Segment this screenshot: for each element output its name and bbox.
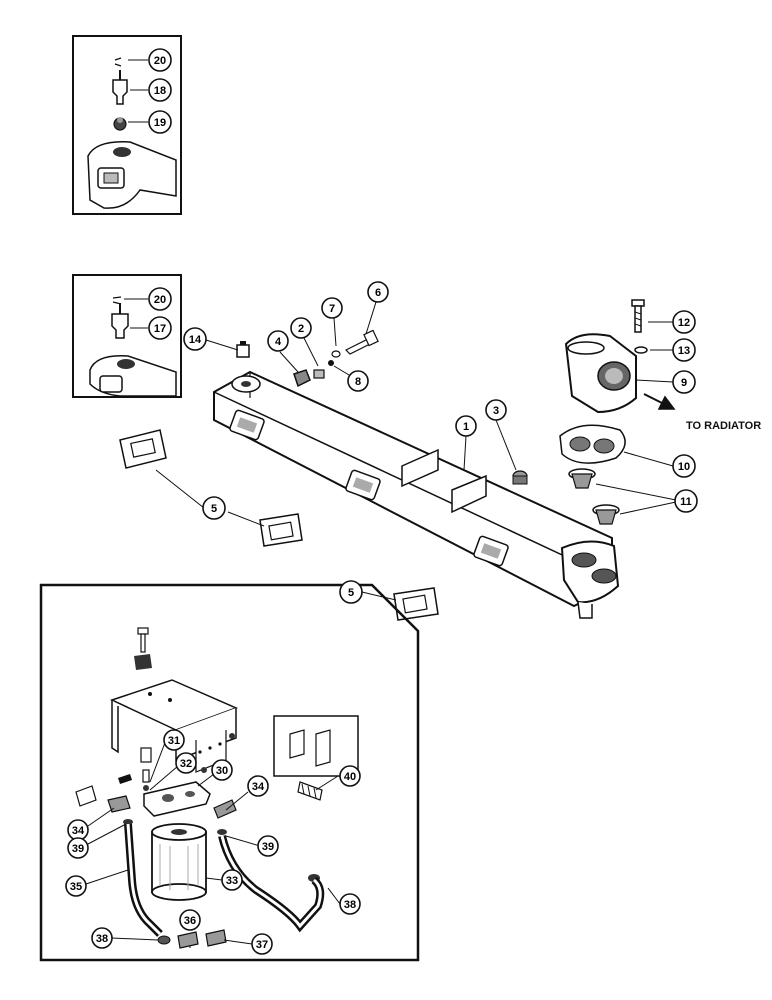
- svg-text:3: 3: [493, 405, 499, 417]
- right-arrow-icon: [643, 393, 676, 410]
- callout-14: 14: [183, 327, 207, 351]
- svg-text:1: 1: [463, 421, 469, 433]
- svg-text:4: 4: [275, 336, 282, 348]
- callout-38: 38: [339, 893, 361, 915]
- water-manifold: [213, 370, 620, 619]
- callout-11: 11: [674, 489, 698, 513]
- gaskets-5: [119, 429, 439, 621]
- callout-34: 34: [247, 775, 269, 797]
- svg-text:5: 5: [211, 503, 217, 515]
- callout-37: 37: [251, 933, 273, 955]
- callout-5: 5: [339, 580, 363, 604]
- svg-text:39: 39: [262, 841, 274, 853]
- callout-10: 10: [672, 454, 696, 478]
- svg-text:37: 37: [256, 939, 268, 951]
- callout-31: 31: [163, 729, 185, 751]
- svg-text:30: 30: [216, 765, 228, 777]
- callout-38: 38: [91, 927, 113, 949]
- inset-filter-assembly: [39, 583, 420, 962]
- callout-6: 6: [367, 281, 389, 303]
- callout-30: 30: [211, 759, 233, 781]
- bolt-12: [631, 299, 645, 333]
- callout-13: 13: [672, 338, 696, 362]
- svg-text:20: 20: [154, 294, 166, 306]
- svg-text:36: 36: [184, 915, 196, 927]
- svg-text:11: 11: [680, 496, 692, 508]
- to-radiator-note: TO RADIATOR: [686, 420, 761, 432]
- svg-text:7: 7: [329, 303, 335, 315]
- svg-text:18: 18: [154, 85, 166, 97]
- callout-4: 4: [267, 330, 289, 352]
- callout-7: 7: [321, 297, 343, 319]
- svg-text:31: 31: [168, 735, 180, 747]
- svg-text:40: 40: [344, 771, 356, 783]
- svg-text:33: 33: [226, 875, 238, 887]
- svg-text:34: 34: [252, 781, 265, 793]
- svg-text:2: 2: [298, 323, 304, 335]
- callout-1: 1: [455, 415, 477, 437]
- svg-text:38: 38: [96, 933, 108, 945]
- svg-text:20: 20: [154, 55, 166, 67]
- plug-3: [512, 470, 528, 485]
- svg-text:19: 19: [154, 117, 166, 129]
- thermostat-housing-9: [564, 333, 637, 414]
- svg-text:17: 17: [154, 323, 166, 335]
- svg-text:39: 39: [72, 843, 84, 855]
- leader-lines: [85, 59, 677, 948]
- washer-7-and-bolt-6: [331, 329, 379, 358]
- svg-text:6: 6: [375, 287, 381, 299]
- callout-9: 9: [672, 370, 696, 394]
- thermostats-11: [568, 468, 620, 525]
- callout-32: 32: [175, 752, 197, 774]
- svg-text:12: 12: [678, 317, 690, 329]
- callout-3: 3: [485, 399, 507, 421]
- callout-18: 18: [148, 78, 172, 102]
- callouts: 20 18 19 20 17 14 4 2 7 6 8 3 1 12 13 9 …: [65, 48, 698, 955]
- callout-17: 17: [148, 316, 172, 340]
- fitting-4: [293, 369, 311, 388]
- callout-39: 39: [67, 837, 89, 859]
- callout-8: 8: [347, 370, 369, 392]
- svg-text:14: 14: [189, 334, 202, 346]
- callout-33: 33: [221, 869, 243, 891]
- svg-text:9: 9: [681, 377, 687, 389]
- svg-text:32: 32: [180, 758, 192, 770]
- fitting-2: [313, 369, 325, 379]
- callout-2: 2: [290, 317, 312, 339]
- callout-34: 34: [67, 819, 89, 841]
- gasket-10: [559, 424, 626, 464]
- nut-8: [328, 360, 334, 366]
- callout-12: 12: [672, 310, 696, 334]
- callout-39: 39: [257, 835, 279, 857]
- svg-text:38: 38: [344, 899, 356, 911]
- svg-text:34: 34: [72, 825, 85, 837]
- callout-36: 36: [179, 909, 201, 931]
- callout-40: 40: [339, 765, 361, 787]
- inset-sensor-top: [72, 35, 182, 215]
- callout-35: 35: [65, 875, 87, 897]
- svg-text:8: 8: [355, 376, 361, 388]
- svg-text:35: 35: [70, 881, 82, 893]
- callout-20: 20: [148, 48, 172, 72]
- callout-5: 5: [202, 496, 226, 520]
- svg-text:5: 5: [348, 587, 354, 599]
- callout-20: 20: [148, 287, 172, 311]
- fitting-14: [236, 341, 250, 358]
- svg-text:13: 13: [678, 345, 690, 357]
- inset-sensor-middle: [72, 274, 182, 398]
- washer-13: [634, 346, 648, 354]
- callout-19: 19: [148, 110, 172, 134]
- svg-text:10: 10: [678, 461, 690, 473]
